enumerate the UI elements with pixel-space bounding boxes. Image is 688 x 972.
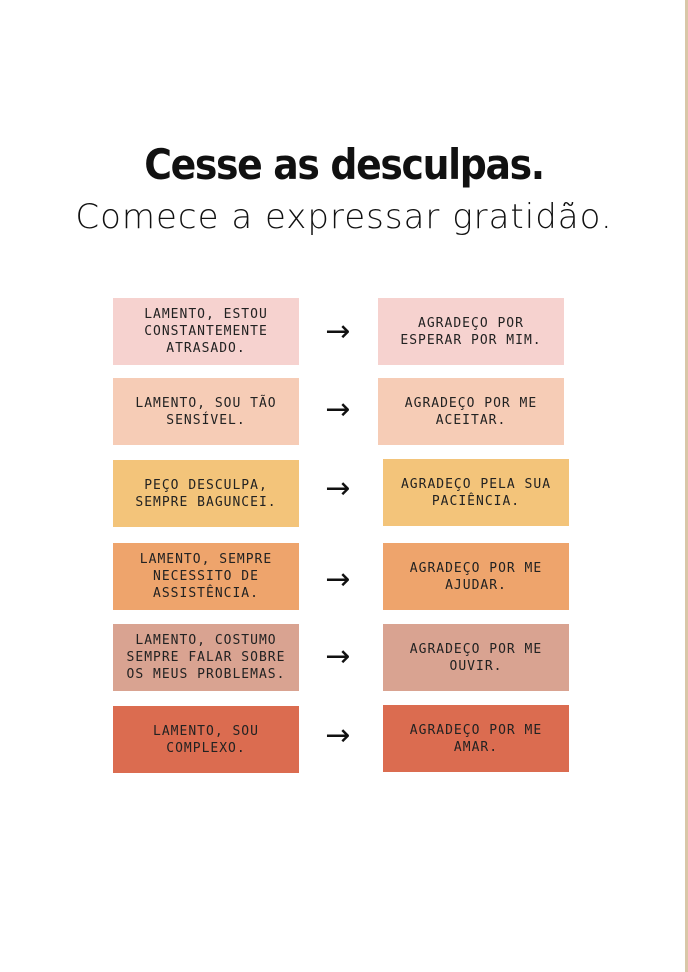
gratitude-box: AGRADEÇO POR ME OUVIR. bbox=[383, 624, 569, 691]
apology-box: LAMENTO, SOU COMPLEXO. bbox=[113, 706, 299, 773]
arrow-right-icon: → bbox=[325, 392, 351, 427]
arrow-right-icon: → bbox=[325, 562, 351, 597]
gratitude-box: AGRADEÇO POR ME AMAR. bbox=[383, 705, 569, 772]
arrow-right-icon: → bbox=[325, 639, 351, 674]
arrow-right-icon: → bbox=[325, 471, 351, 506]
apology-box: LAMENTO, COSTUMO SEMPRE FALAR SOBRE OS M… bbox=[113, 624, 299, 691]
apology-box: PEÇO DESCULPA, SEMPRE BAGUNCEI. bbox=[113, 460, 299, 527]
page-edge bbox=[685, 0, 688, 972]
arrow-right-icon: → bbox=[325, 314, 351, 349]
gratitude-box: AGRADEÇO PELA SUA PACIÊNCIA. bbox=[383, 459, 569, 526]
gratitude-box: AGRADEÇO POR ESPERAR POR MIM. bbox=[378, 298, 564, 365]
apology-box: LAMENTO, SEMPRE NECESSITO DE ASSISTÊNCIA… bbox=[113, 543, 299, 610]
page-title: Cesse as desculpas. bbox=[144, 140, 545, 189]
gratitude-box: AGRADEÇO POR ME AJUDAR. bbox=[383, 543, 569, 610]
gratitude-box: AGRADEÇO POR ME ACEITAR. bbox=[378, 378, 564, 445]
apology-box: LAMENTO, SOU TÃO SENSÍVEL. bbox=[113, 378, 299, 445]
apology-box: LAMENTO, ESTOU CONSTANTEMENTE ATRASADO. bbox=[113, 298, 299, 365]
arrow-right-icon: → bbox=[325, 718, 351, 753]
page-subtitle: Comece a expressar gratidão. bbox=[75, 197, 613, 237]
